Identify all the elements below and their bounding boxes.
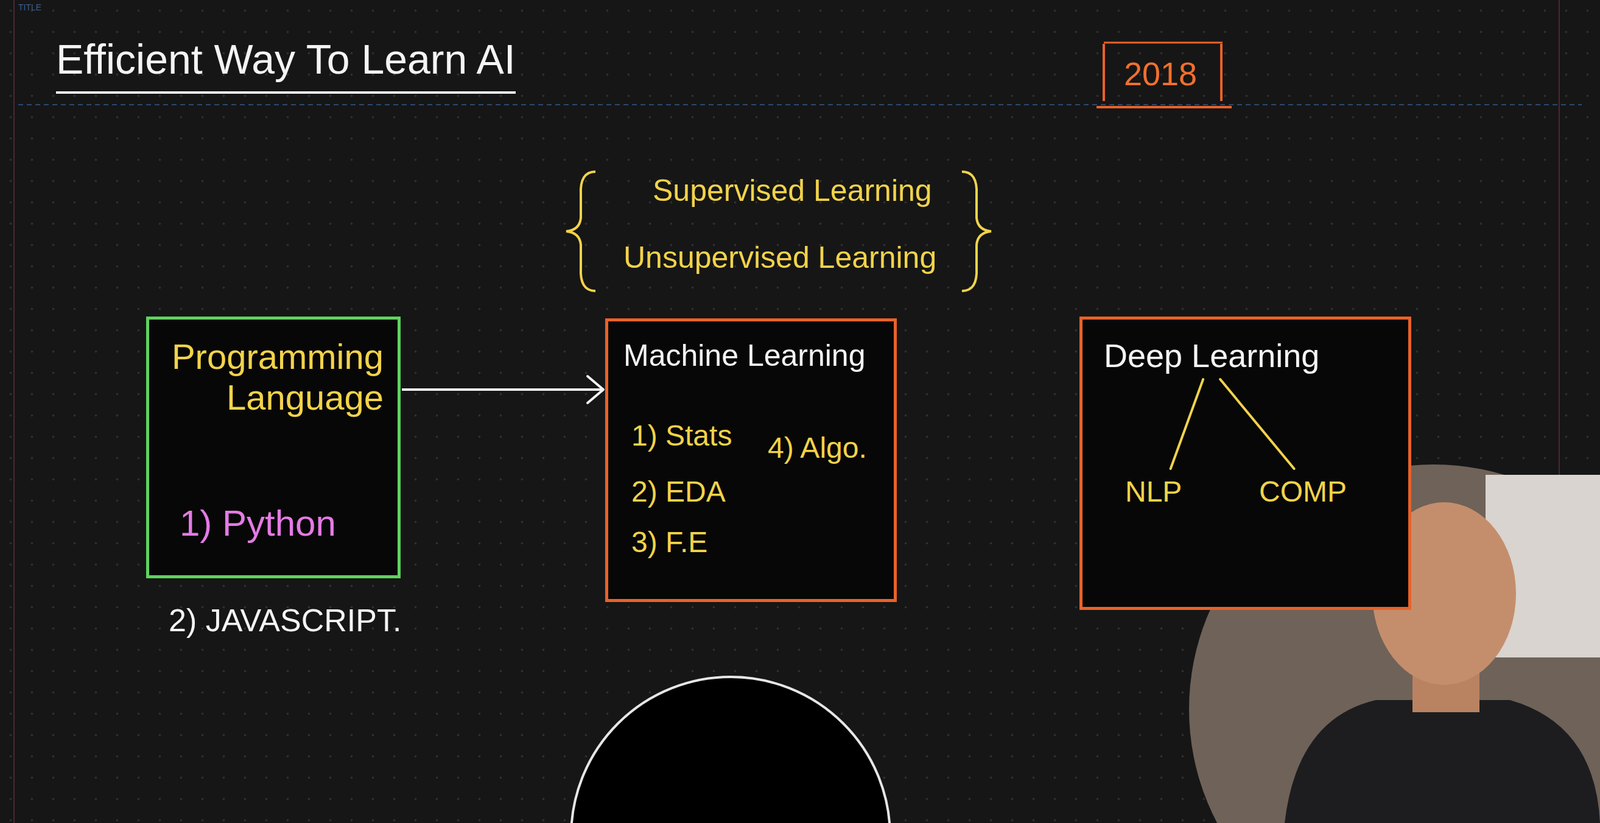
year-bracket — [1102, 43, 1106, 102]
node-heading: Machine Learning — [623, 338, 866, 374]
list-item: 4) Algo. — [767, 431, 867, 465]
node-heading: Programming Language — [167, 336, 384, 418]
process-box: Programming Language 1) Python — [146, 316, 401, 579]
year-bracket — [1103, 42, 1223, 44]
year-bracket — [1096, 105, 1232, 109]
process-box: Deep LearningNLP COMP — [1079, 316, 1412, 611]
list-item: 2) JAVASCRIPT. — [168, 602, 402, 640]
process-box: Machine Learning 1) Stats 4) Algo. 2) EDA 3)… — [605, 318, 897, 603]
list-item: 3) F.E — [631, 525, 708, 559]
branch-line — [1220, 379, 1294, 469]
page-title: Efficient Way To Learn AI — [56, 35, 516, 94]
margin-line — [13, 0, 15, 823]
curly-brace — [961, 171, 992, 292]
empty-circle — [571, 677, 891, 823]
page-tag: TITLE — [18, 2, 42, 13]
list-item: 1) Python — [179, 502, 337, 545]
guide-line — [18, 104, 1582, 106]
topic-label: Supervised Learning — [652, 173, 933, 209]
year-label: 2018 — [1117, 54, 1204, 93]
arrow-head — [587, 376, 604, 404]
list-item: 1) Stats — [631, 418, 732, 453]
person-body — [1284, 700, 1600, 823]
flow-arrow — [401, 376, 604, 404]
node-heading: Deep Learning — [1103, 336, 1320, 375]
topic-label: Unsupervised Learning — [623, 240, 937, 276]
curly-brace — [566, 171, 596, 292]
arrow-shaft — [401, 388, 604, 391]
year-bracket — [1220, 43, 1223, 102]
branch-line — [1170, 379, 1204, 469]
branch-label: NLP — [1125, 474, 1182, 509]
branch-label: COMP — [1259, 474, 1347, 509]
list-item: 2) EDA — [631, 474, 726, 509]
